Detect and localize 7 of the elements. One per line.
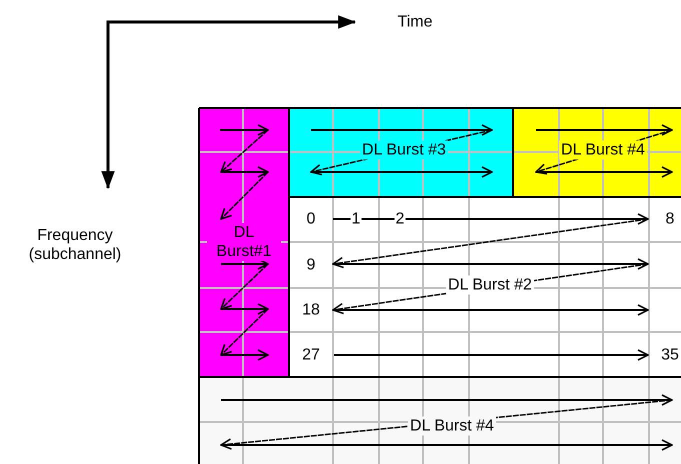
axis-label: Time (396, 12, 434, 32)
burst-label: DL Burst #2 (446, 276, 534, 294)
axis-label: Frequency (subchannel) (28, 226, 122, 264)
burst-label: DL Burst#1 (207, 223, 281, 261)
burst-label: DL Burst #4 (559, 140, 647, 160)
burst-label: DL Burst #3 (360, 140, 448, 160)
burst-label: DL Burst #4 (408, 416, 496, 436)
